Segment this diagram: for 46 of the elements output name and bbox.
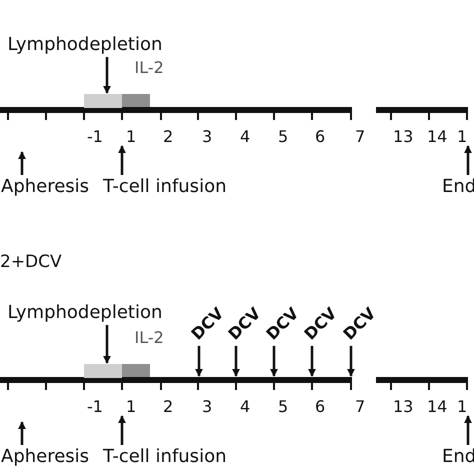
arrow xyxy=(195,346,203,377)
event-label: Lymphodepletion xyxy=(8,304,162,322)
arrow xyxy=(103,57,111,94)
arrow xyxy=(464,415,472,445)
day-number: -1 xyxy=(87,129,103,145)
day-number: 1 xyxy=(126,399,136,415)
day-number: 13 xyxy=(393,399,414,415)
arrow xyxy=(308,346,316,377)
event-label: T-cell infusion xyxy=(103,178,226,196)
day-number: 14 xyxy=(427,129,448,145)
day-number: 6 xyxy=(315,399,326,415)
day-number: 4 xyxy=(240,129,250,145)
period-label: IL-2 xyxy=(134,330,164,346)
day-number: 2 xyxy=(163,129,174,145)
day-number: 13 xyxy=(393,129,414,145)
event-label: Apheresis xyxy=(1,178,90,196)
arrow xyxy=(118,145,126,175)
arrow xyxy=(347,346,355,377)
day-number: 7 xyxy=(355,129,366,145)
day-number: 5 xyxy=(278,129,288,145)
day-number: 3 xyxy=(202,129,212,145)
day-number: 14 xyxy=(427,399,448,415)
event-label: Lymphodepletion xyxy=(8,36,162,54)
arrow xyxy=(232,346,240,377)
day-number: 5 xyxy=(278,399,288,415)
day-number: 3 xyxy=(202,399,212,415)
day-number: 2 xyxy=(163,399,174,415)
arrow xyxy=(18,151,26,175)
day-number: 1 xyxy=(457,129,468,145)
arrow xyxy=(270,346,278,377)
day-number: -1 xyxy=(87,399,103,415)
day-number: 7 xyxy=(355,399,366,415)
arrow xyxy=(464,145,472,175)
shaded-period-bar xyxy=(84,364,122,378)
shaded-period-bar xyxy=(84,94,122,108)
arrow xyxy=(118,415,126,445)
day-number: 4 xyxy=(240,399,250,415)
day-number: 1 xyxy=(457,399,468,415)
arrow xyxy=(18,421,26,445)
period-label: IL-2 xyxy=(134,60,164,76)
panel-heading: 2+DCV xyxy=(0,254,62,271)
day-number: 1 xyxy=(126,129,136,145)
event-label: T-cell infusion xyxy=(103,448,226,466)
day-number: 6 xyxy=(315,129,326,145)
arrow xyxy=(103,325,111,364)
event-label: Apheresis xyxy=(1,448,90,466)
